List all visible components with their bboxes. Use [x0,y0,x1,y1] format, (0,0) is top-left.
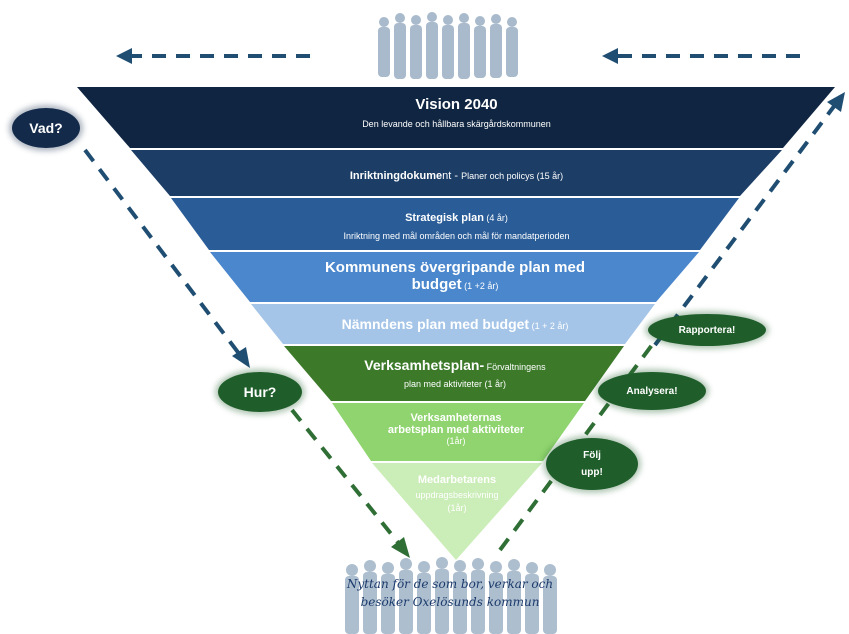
down-arrow-navy-icon [83,148,250,368]
top-crowd-icon [378,12,518,79]
level-medarbetarens [372,463,542,560]
level-vision-text: Vision 2040 Den levande och hållbara skä… [200,96,713,129]
folj-upp-bubble: Följ upp! [546,438,638,490]
medarbetarens-title: Medarbetarens [417,474,497,486]
level-verksamhetsplan [284,346,624,401]
verksamhetsplan-line2: plan med aktiviteter (1 år) [403,379,507,389]
vision-subtitle: Den levande och hållbara skärgårdskommun… [362,119,551,129]
level-medarbetarens-text: Medarbetarens uppdragsbeskrivning (1år) [380,474,534,513]
verksamheternas-line1: Verksamheternas [410,412,502,424]
up-arrow-navy-icon [653,92,845,347]
verksamheternas-line3: (1år) [446,436,466,446]
kommunens-title-line1: Kommunens övergripande plan med [324,259,586,276]
inriktning-small: Planer och policys (15 år) [461,171,564,181]
level-strategisk [171,198,739,250]
folj-line1: Följ [583,450,601,461]
level-namndens-text: Nämndens plan med budget (1 + 2 år) [260,316,650,334]
top-right-arrow-icon [602,48,800,64]
level-namndens [251,304,655,344]
level-vision [77,87,835,148]
bottom-crowd-icon [345,557,557,634]
level-kommunens [210,252,699,302]
down-arrow-green-icon [290,408,410,558]
analysera-bubble: Analysera! [598,372,706,410]
rapportera-bubble: Rapportera! [648,314,766,346]
inriktning-title-rest: nt - [442,170,462,182]
level-verksamheternas [332,403,584,461]
kommunens-suffix: (1 +2 år) [461,281,499,291]
footer-line2: besöker Oxelösunds kommun [360,595,540,609]
verksamhetsplan-title-small: Förvaltningens [484,362,546,372]
medarbetarens-line3: (1år) [447,503,467,513]
strategisk-suffix: (4 år) [483,213,508,223]
verksamhetsplan-title: Verksamhetsplan- [364,357,485,373]
verksamheternas-line2: arbetsplan med aktiviteter [387,424,525,436]
medarbetarens-line2: uppdragsbeskrivning [415,490,499,500]
level-kommunens-text: Kommunens övergripande plan med budget (… [220,259,690,294]
inriktning-title-bold: Inriktningdokume [349,170,443,182]
vision-title: Vision 2040 [415,96,498,113]
level-strategisk-text: Strategisk plan (4 år) Inriktning med må… [200,208,713,241]
vad-bubble: Vad? [12,108,80,148]
strategisk-title: Strategisk plan [405,212,484,224]
level-inriktning [131,150,782,196]
folj-line2: upp! [581,467,603,478]
level-inriktning-text: Inriktningdokument - Planer och policys … [200,166,713,184]
level-verksamhetsplan-text: Verksamhetsplan- Förvaltningens plan med… [300,357,610,389]
level-verksamheternas-text: Verksamheternas arbetsplan med aktivitet… [340,412,572,446]
namndens-title: Nämndens plan med budget [341,316,530,332]
strategisk-subtitle: Inriktning med mål områden och mål för m… [343,231,570,241]
top-left-arrow-icon [116,48,310,64]
kommunens-title-line2: budget [411,276,462,293]
footer-line1: Nyttan för de som bor, verkar och [346,577,554,591]
hur-bubble: Hur? [218,372,302,412]
namndens-suffix: (1 + 2 år) [529,321,569,331]
